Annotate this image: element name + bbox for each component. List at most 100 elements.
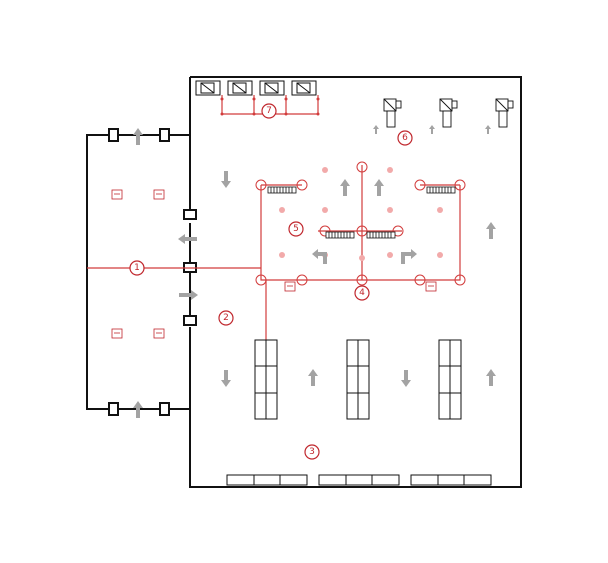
route-node [454,274,466,286]
marker-6: 6 [397,130,413,146]
monitor-icon [227,80,253,96]
arrow-icon [485,125,491,134]
sensor-icon [316,97,320,101]
monitor-icon [284,281,296,292]
main-hall-outline [189,76,522,488]
door-hall-lower [183,315,197,326]
marker-label: 2 [223,313,229,323]
route-node [255,274,267,286]
route-node [255,179,267,191]
rack [438,339,462,420]
sensor-icon [322,167,328,173]
arrow-icon [340,179,350,196]
marker-label: 6 [402,133,408,143]
sensor-icon [387,207,393,213]
sensor-icon [316,112,320,116]
arrow-icon [178,234,197,244]
sensor-icon [359,255,365,261]
doors [108,128,197,416]
route-node [319,225,331,237]
workstation [267,186,297,194]
workstation [366,231,396,239]
route-node [356,274,368,286]
monitor-icon [153,328,165,339]
door-annex-top-right [159,128,170,142]
route-nodes [255,161,466,286]
arrow-icon [308,369,318,386]
monitor-icon [259,80,285,96]
sensor-icon [387,167,393,173]
monitor-icon [291,80,317,96]
monitor-icon [425,281,437,292]
marker-circle [304,444,320,460]
monitor-icon [111,189,123,200]
rack [346,339,370,420]
arrow-icon [221,370,231,387]
route-node [296,274,308,286]
sensor-icon [437,207,443,213]
counter [226,474,308,486]
route-node [414,274,426,286]
counter [318,474,400,486]
sensor-icon [387,252,393,258]
camera-icon [383,98,402,128]
arrow-icon [374,179,384,196]
cameras [383,98,514,128]
monitor-icon [195,80,221,96]
route-zone-4 [260,185,461,281]
shelving-racks [254,339,462,420]
annex-outline [86,134,109,410]
arrow-icon [179,290,198,300]
route-node [296,179,308,191]
route-node [454,179,466,191]
arrow-icon [429,125,435,134]
direction-arrows [133,125,496,418]
marker-label: 4 [359,288,365,298]
sensor-icon [437,252,443,258]
monitor-icon [111,328,123,339]
sensor-icon [252,112,256,116]
route-node [414,179,426,191]
arrow-icon [373,125,379,134]
door-annex-top-left [108,128,119,142]
arrow-icon [312,249,327,264]
route-node [356,225,368,237]
marker-circle [288,221,304,237]
marker-2: 2 [218,310,234,326]
marker-3: 3 [304,444,320,460]
sensor-icon [220,97,224,101]
marker-circle [354,285,370,301]
sensor-icon [252,97,256,101]
sensor-icon [284,97,288,101]
arrow-icon [401,370,411,387]
workstation [325,231,355,239]
annex-bottom-link [118,327,191,410]
arrow-icon [221,171,231,188]
arrow-icon [133,128,143,145]
bottom-counters [226,474,492,486]
marker-label: 5 [293,224,299,234]
sensor-icon [279,252,285,258]
marker-label: 3 [309,447,315,457]
marker-5: 5 [288,221,304,237]
counter [410,474,492,486]
workstations [267,186,456,239]
marker-circle [261,103,277,119]
marker-label: 1 [134,263,140,273]
monitor-icon [153,189,165,200]
arrow-icon [401,249,417,264]
arrow-icon [486,369,496,386]
marker-circle [129,260,145,276]
camera-icon [495,98,514,128]
camera-icon [439,98,458,128]
door-annex-bottom-left [108,402,119,416]
workstation [426,186,456,194]
sensor-icon [279,207,285,213]
route-node [356,161,368,173]
sensor-icon [284,112,288,116]
arrow-icon [133,401,143,418]
route-node [392,225,404,237]
marker-circle [218,310,234,326]
sensor-icon [322,207,328,213]
